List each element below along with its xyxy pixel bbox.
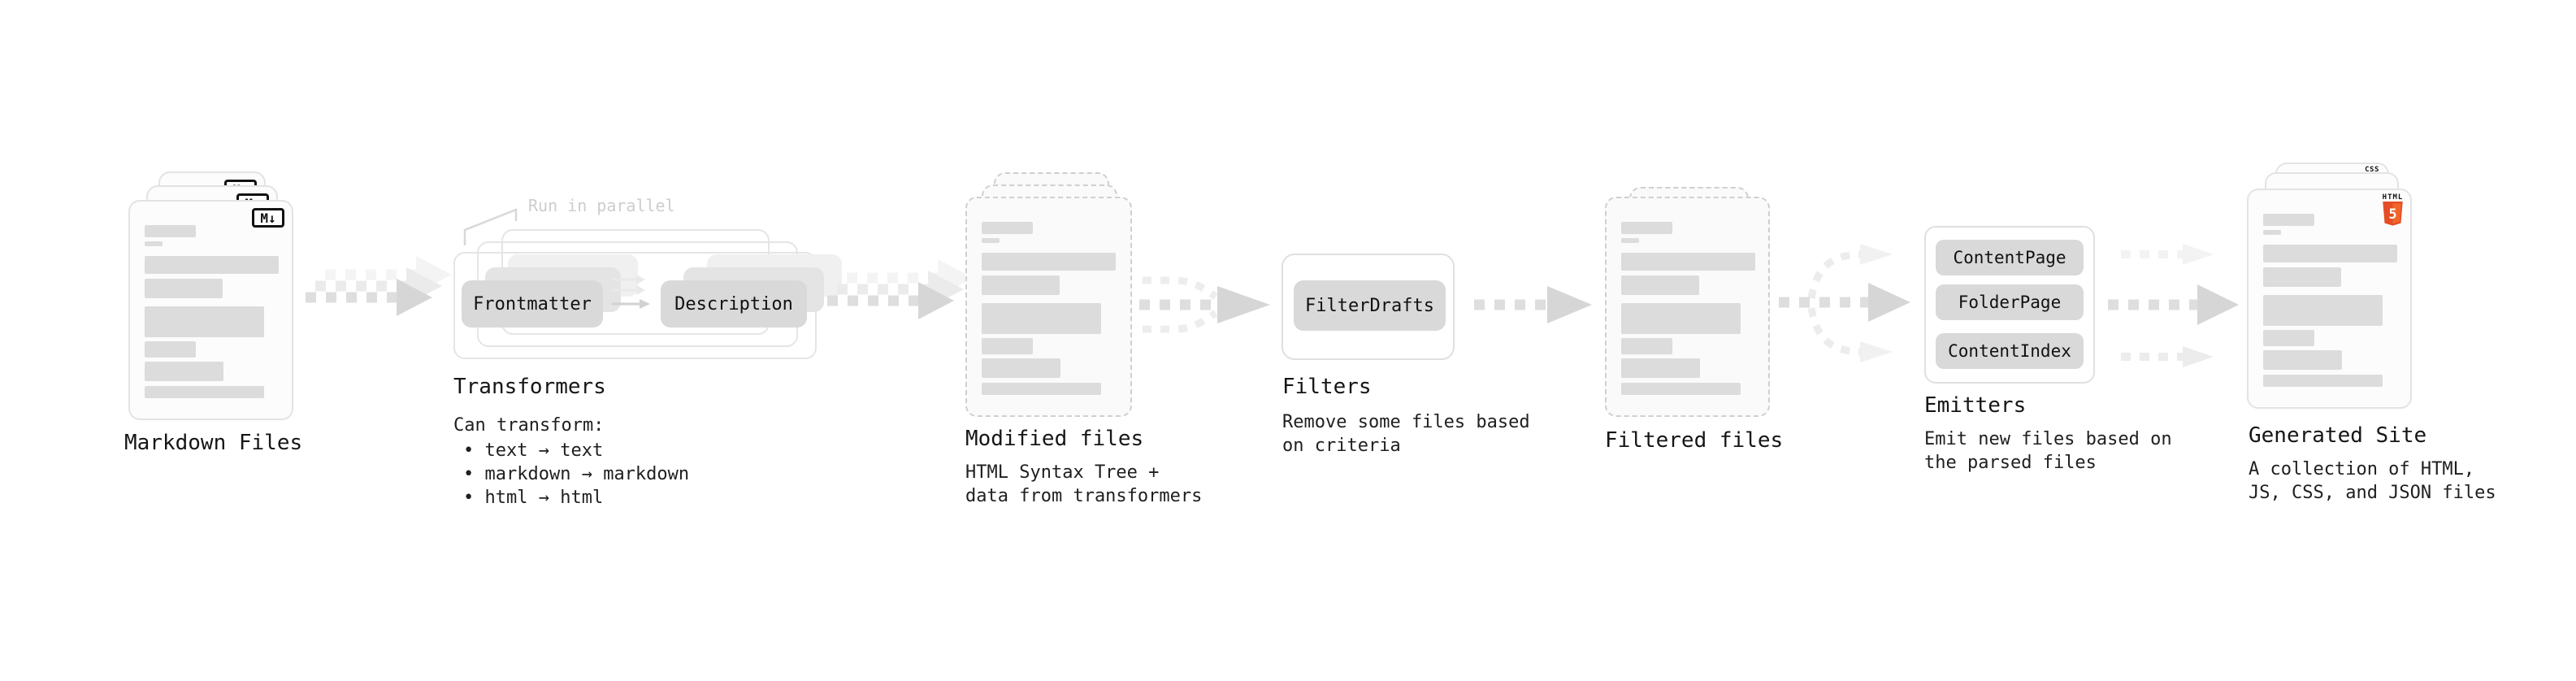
desc-line: JS, CSS, and JSON files [2249, 483, 2496, 503]
skeleton-line [2263, 375, 2383, 387]
markdown-icon: M↓ [252, 208, 284, 228]
desc-line: HTML Syntax Tree + [965, 462, 1160, 483]
arrow-emitters-to-site [2108, 244, 2239, 367]
desc-line: Emit new files based on [1924, 429, 2172, 449]
emitter-chip-contentpage: ContentPage [1936, 240, 2084, 275]
html5-icon: HTML 5 [2382, 193, 2404, 226]
arrow-transformers-to-modified [827, 259, 974, 319]
skeleton-line [982, 275, 1060, 295]
arrow-modified-to-filters-merge [1139, 276, 1270, 333]
skeleton-line [2263, 295, 2383, 326]
modified-file-card-front [965, 197, 1132, 417]
transformers-description: Can transform: text → text markdown → ma… [453, 414, 689, 510]
filters-description: Remove some files based on criteria [1282, 410, 1530, 458]
modified-files-label: Modified files [965, 427, 1144, 451]
filterdrafts-chip: FilterDrafts [1294, 280, 1446, 331]
file-skeleton [1621, 222, 1755, 395]
skeleton-line [2263, 267, 2341, 287]
emitter-chip-contentindex: ContentIndex [1936, 333, 2084, 369]
skeleton-line [145, 362, 223, 381]
skeleton-line [982, 253, 1116, 271]
transform-item: html → html [453, 486, 689, 510]
skeleton-line [2263, 230, 2281, 235]
emitters-panel: ContentPage FolderPage ContentIndex [1924, 226, 2095, 384]
frontmatter-chip: Frontmatter [462, 280, 603, 327]
emitter-chip-folderpage: FolderPage [1936, 284, 2084, 320]
html5-icon-text: HTML [2382, 193, 2404, 202]
desc-line: data from transformers [965, 486, 1203, 506]
emitters-description: Emit new files based on the parsed files [1924, 427, 2172, 475]
skeleton-line [145, 225, 196, 237]
annotation-leader-line [463, 208, 518, 245]
skeleton-line [2263, 350, 2342, 370]
desc-line: the parsed files [1924, 453, 2097, 473]
markdown-files-label: Markdown Files [124, 431, 303, 455]
site-file-card-html: HTML 5 [2247, 189, 2412, 409]
skeleton-line [1621, 253, 1755, 271]
skeleton-line [145, 306, 264, 337]
skeleton-line [145, 341, 196, 358]
skeleton-line [145, 279, 223, 298]
desc-line: Remove some files based [1282, 412, 1530, 432]
skeleton-line [1621, 338, 1672, 354]
emitters-heading: Emitters [1924, 393, 2027, 418]
skeleton-line [982, 358, 1060, 378]
skeleton-line [1621, 358, 1700, 378]
skeleton-line [982, 222, 1033, 234]
css-icon-text: CSS [2365, 166, 2379, 174]
filters-panel: FilterDrafts [1281, 254, 1455, 360]
filtered-files-label: Filtered files [1605, 428, 1784, 453]
skeleton-line [1621, 238, 1639, 243]
arrow-filtered-to-emitters-split [1779, 244, 1910, 362]
file-skeleton [145, 225, 279, 398]
transformers-heading: Transformers [453, 375, 606, 399]
transform-item: text → text [453, 439, 689, 462]
file-skeleton [2263, 214, 2397, 387]
skeleton-line [982, 238, 1000, 243]
skeleton-line [982, 338, 1033, 354]
filtered-file-card-front [1605, 197, 1770, 417]
skeleton-line [1621, 383, 1741, 395]
skeleton-line [1621, 222, 1672, 234]
transformers-desc-heading: Can transform: [453, 415, 605, 436]
markdown-file-card-front: M↓ [128, 200, 293, 420]
filters-heading: Filters [1282, 375, 1372, 399]
modified-files-description: HTML Syntax Tree + data from transformer… [965, 461, 1202, 508]
chip-arrows [612, 275, 650, 309]
transform-list: text → text markdown → markdown html → h… [453, 439, 690, 510]
skeleton-line [1621, 275, 1699, 295]
html5-shield: 5 [2383, 202, 2403, 226]
generated-site-description: A collection of HTML, JS, CSS, and JSON … [2249, 458, 2496, 505]
skeleton-line [982, 383, 1101, 395]
transform-item: markdown → markdown [453, 462, 690, 486]
desc-line: on criteria [1282, 436, 1401, 456]
skeleton-line [145, 241, 163, 246]
desc-line: A collection of HTML, [2249, 459, 2475, 479]
arrow-filters-to-filtered [1474, 286, 1592, 323]
skeleton-line [1621, 303, 1741, 334]
arrow-markdown-to-transformers [306, 256, 452, 316]
generated-site-label: Generated Site [2249, 423, 2427, 448]
skeleton-line [145, 256, 279, 274]
run-in-parallel-annotation: Run in parallel [528, 196, 675, 215]
svg-text:5: 5 [2388, 206, 2396, 222]
skeleton-line [145, 386, 264, 398]
skeleton-line [982, 303, 1101, 334]
description-chip: Description [661, 280, 807, 327]
skeleton-line [2263, 245, 2397, 262]
skeleton-line [2263, 214, 2314, 226]
file-skeleton [982, 222, 1116, 395]
skeleton-line [2263, 330, 2314, 346]
